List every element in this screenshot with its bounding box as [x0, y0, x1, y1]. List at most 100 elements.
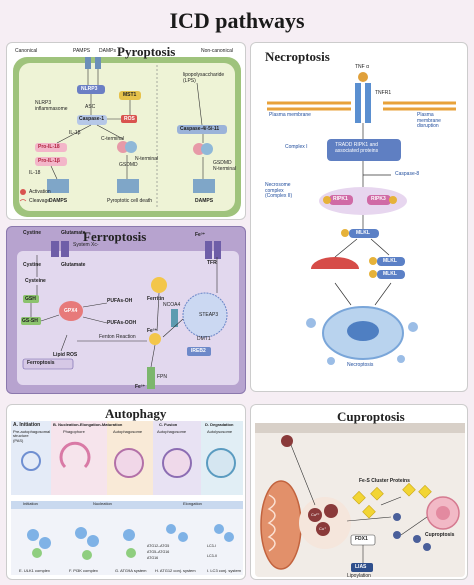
gsdmd-nterminal-label: GSDMD N-terminal	[213, 160, 237, 172]
stage-c-sub: Autophagosome	[157, 429, 187, 434]
stage-b-sub: Phagophore	[63, 429, 85, 434]
cu-label: Cu⁺	[319, 526, 327, 531]
mlkl-label: MLKL	[356, 230, 370, 236]
complex-g-label: G. ATG9A system	[115, 568, 147, 573]
stage-a-sub: Pre-autophagosomal structure (PAS)	[13, 429, 51, 443]
lps-label: lipopolysaccharide (LPS)	[183, 72, 225, 84]
nlrp3-label: NLRP3	[81, 86, 98, 92]
fe2-label: Fe²⁺	[147, 328, 158, 334]
complex1-label: Complex I	[285, 144, 308, 150]
legend-cleavage: Cleavage	[29, 198, 51, 204]
necroptosis-panel: Necroptosis TNF α TNFR1 Plasma membrane …	[250, 42, 468, 392]
cystine-label: Cystine	[23, 230, 42, 236]
mst1-label: MST1	[123, 92, 137, 98]
nlrp3-inflammasome-label: NLRP3 inflammasome	[35, 100, 68, 112]
atg-label-2: ATG16	[147, 556, 159, 560]
cuproptosis-title: Cuproptosis	[337, 409, 405, 424]
damps-out-label: DAMPS	[49, 198, 68, 204]
cuproptosis-cell-label: Cuproptosis	[425, 532, 455, 538]
fdx1-label: FDX1	[355, 536, 368, 542]
fenton-label: Fenton Reaction	[99, 334, 136, 340]
pamps-label: PAMPS	[73, 48, 91, 54]
cu2-label: Cu²⁺	[311, 512, 320, 517]
stage-bar-elongation: Elongation	[183, 501, 202, 506]
n-terminal-label: N-terminal	[135, 156, 159, 162]
cysteine-label: Cysteine	[25, 278, 46, 284]
lipid-ros-label: Lipid ROS	[53, 352, 78, 358]
caspase8-label: Caspase-8	[395, 171, 420, 177]
cystine-in-label: Cystine	[23, 262, 42, 268]
mlkl-oligomer-label-2: MLKL	[383, 271, 397, 277]
stage-b-label: B. Nucleation-Elongation-Maturation	[53, 422, 123, 427]
stage-c-label: C. Fusion	[159, 422, 178, 427]
lias-label: LIAS	[355, 564, 367, 570]
atg-label-0: ATG12–ATG5	[147, 544, 170, 548]
ferritin-label: Ferritin	[147, 296, 165, 302]
non-canonical-label: Non-canonical	[201, 48, 233, 54]
fpn-label: FPN	[157, 374, 167, 380]
gssh-label: GS-SH	[22, 318, 38, 324]
necrosome-label: Necrosome complex (Complex II)	[265, 182, 293, 199]
fes-label: Fe-S Cluster Proteins	[359, 478, 410, 484]
ireb2-label: IREB2	[191, 348, 206, 354]
tradd-box-label: TRADD RIPK1 and associated proteins	[335, 142, 379, 154]
lipoylation-label: Lipoylation	[347, 573, 371, 579]
autophagy-panel: Autophagy A. Initiation Pre-autophagosom…	[6, 404, 246, 580]
cell-death-label: Pyroptotic cell death	[107, 198, 153, 204]
ferroptosis-diagram	[17, 241, 239, 389]
cuproptosis-panel: Cuproptosis Fe-S Cluster Proteins FDX1 L…	[250, 404, 468, 580]
damps-label: DAMPs	[99, 48, 116, 54]
ros-label: ROS	[124, 116, 135, 122]
damps-out-right-label: DAMPS	[195, 198, 214, 204]
stage-bar-nucleation: Nucleation	[93, 501, 112, 506]
atg-label-4: LC3-II	[207, 554, 217, 558]
ferroptosis-panel: Ferroptosis Cystine Glutamate System Xc-…	[6, 226, 246, 394]
necroptosis-diagram	[267, 72, 456, 365]
glutamate-label: Glutamate	[61, 230, 86, 236]
pyroptosis-panel: Pyroptosis Canonical Non-canonical PAMPS…	[6, 42, 246, 220]
atg-label-1: ATG5–ATG16	[147, 550, 170, 554]
fe2-out-label: Fe²⁺	[135, 384, 146, 390]
pyroptosis-title: Pyroptosis	[117, 44, 176, 59]
autophagy-diagram	[11, 421, 243, 575]
stage-d-label: D. Degradation	[205, 422, 234, 427]
canonical-label: Canonical	[15, 48, 38, 54]
page-title: ICD pathways	[169, 8, 305, 33]
ripk3-label: RIPK3	[371, 196, 386, 202]
ferroptosis-box-label: Ferroptosis	[27, 360, 55, 366]
pro-il1b-label: Pro-IL-1β	[38, 158, 60, 164]
necroptosis-cell-label: Necroptosis	[347, 362, 374, 368]
ferroptosis-title: Ferroptosis	[83, 229, 147, 244]
stage-d-sub: Autolysosome	[207, 429, 233, 434]
tfr-label: TFR	[207, 260, 217, 266]
caspase4511-label: Caspase-4/-5/-11	[180, 126, 220, 132]
il18-label: IL-18	[29, 170, 41, 176]
atg-label-3: LC3-I	[207, 544, 216, 548]
glutamate-in-label: Glutamate	[61, 262, 86, 268]
autophagy-title: Autophagy	[105, 406, 167, 421]
pufas-oh-label: PUFAs-OH	[107, 298, 133, 304]
plasma-membrane-label: Plasma membrane	[269, 112, 311, 118]
necroptosis-title: Necroptosis	[265, 49, 330, 64]
system-xc-label: System Xc-	[73, 242, 99, 248]
ripk1-label: RIPK1	[333, 196, 348, 202]
stage-bar-initiation: Initiation	[23, 501, 38, 506]
legend-activation: Activation	[29, 189, 51, 195]
ncoa4-label: NCOA4	[163, 302, 181, 308]
complex-h-label: H. ATG12 conj. system	[155, 568, 196, 573]
asc-label: ASC	[85, 104, 96, 110]
steap3-label: STEAP3	[199, 312, 219, 318]
complex-f-label: F. PI3K complex	[69, 568, 98, 573]
fe3-label: Fe³⁺	[195, 232, 206, 238]
gsdmd-label: GSDMD	[119, 162, 138, 168]
cuproptosis-diagram	[255, 423, 465, 577]
complex-e-label: E. ULK1 complex	[19, 568, 50, 573]
pyroptosis-diagram	[13, 57, 241, 217]
caspase1-label: Caspase-1	[79, 116, 105, 122]
mlkl-oligomer-label-1: MLKL	[383, 258, 397, 264]
complex-i-label: I. LC3 conj. system	[207, 568, 242, 573]
gpx4-label: GPX4	[64, 308, 78, 314]
stage-a-label: A. Initiation	[13, 422, 41, 428]
dmt1-label: DMT1	[197, 336, 211, 342]
c-terminal-label: C-terminal	[101, 136, 125, 142]
